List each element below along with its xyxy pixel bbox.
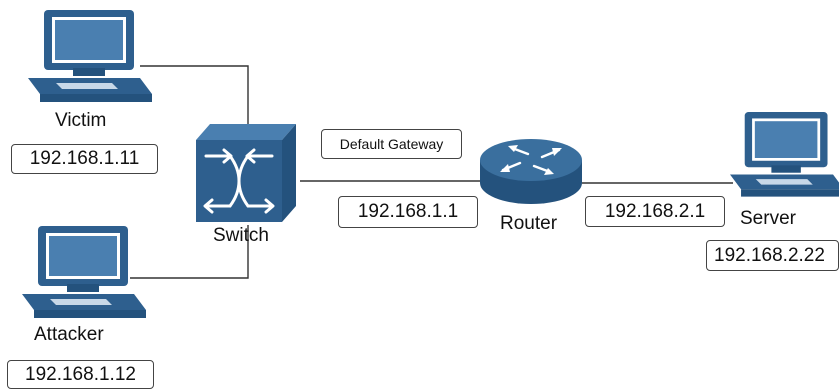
network-links [130,65,733,279]
attacker-ip-box: 192.168.1.12 [7,360,154,389]
router-icon [480,139,582,204]
link-victim-switch [140,65,249,130]
attacker-label: Attacker [34,324,104,345]
attacker-computer-icon [22,226,146,318]
router-lan-ip-box: 192.168.1.1 [338,196,478,228]
network-switch-icon [196,124,296,222]
link-attacker-switch [130,225,249,279]
switch-label: Switch [213,225,269,246]
server-computer-icon [730,112,839,197]
victim-computer-icon [28,10,152,102]
default-gateway-box: Default Gateway [321,129,462,159]
victim-label: Victim [55,110,107,131]
server-label: Server [740,208,796,229]
router-label: Router [500,213,558,234]
server-ip-box: 192.168.2.22 [706,240,839,271]
router-wan-ip-box: 192.168.2.1 [585,196,725,227]
victim-ip-box: 192.168.1.11 [11,144,158,174]
